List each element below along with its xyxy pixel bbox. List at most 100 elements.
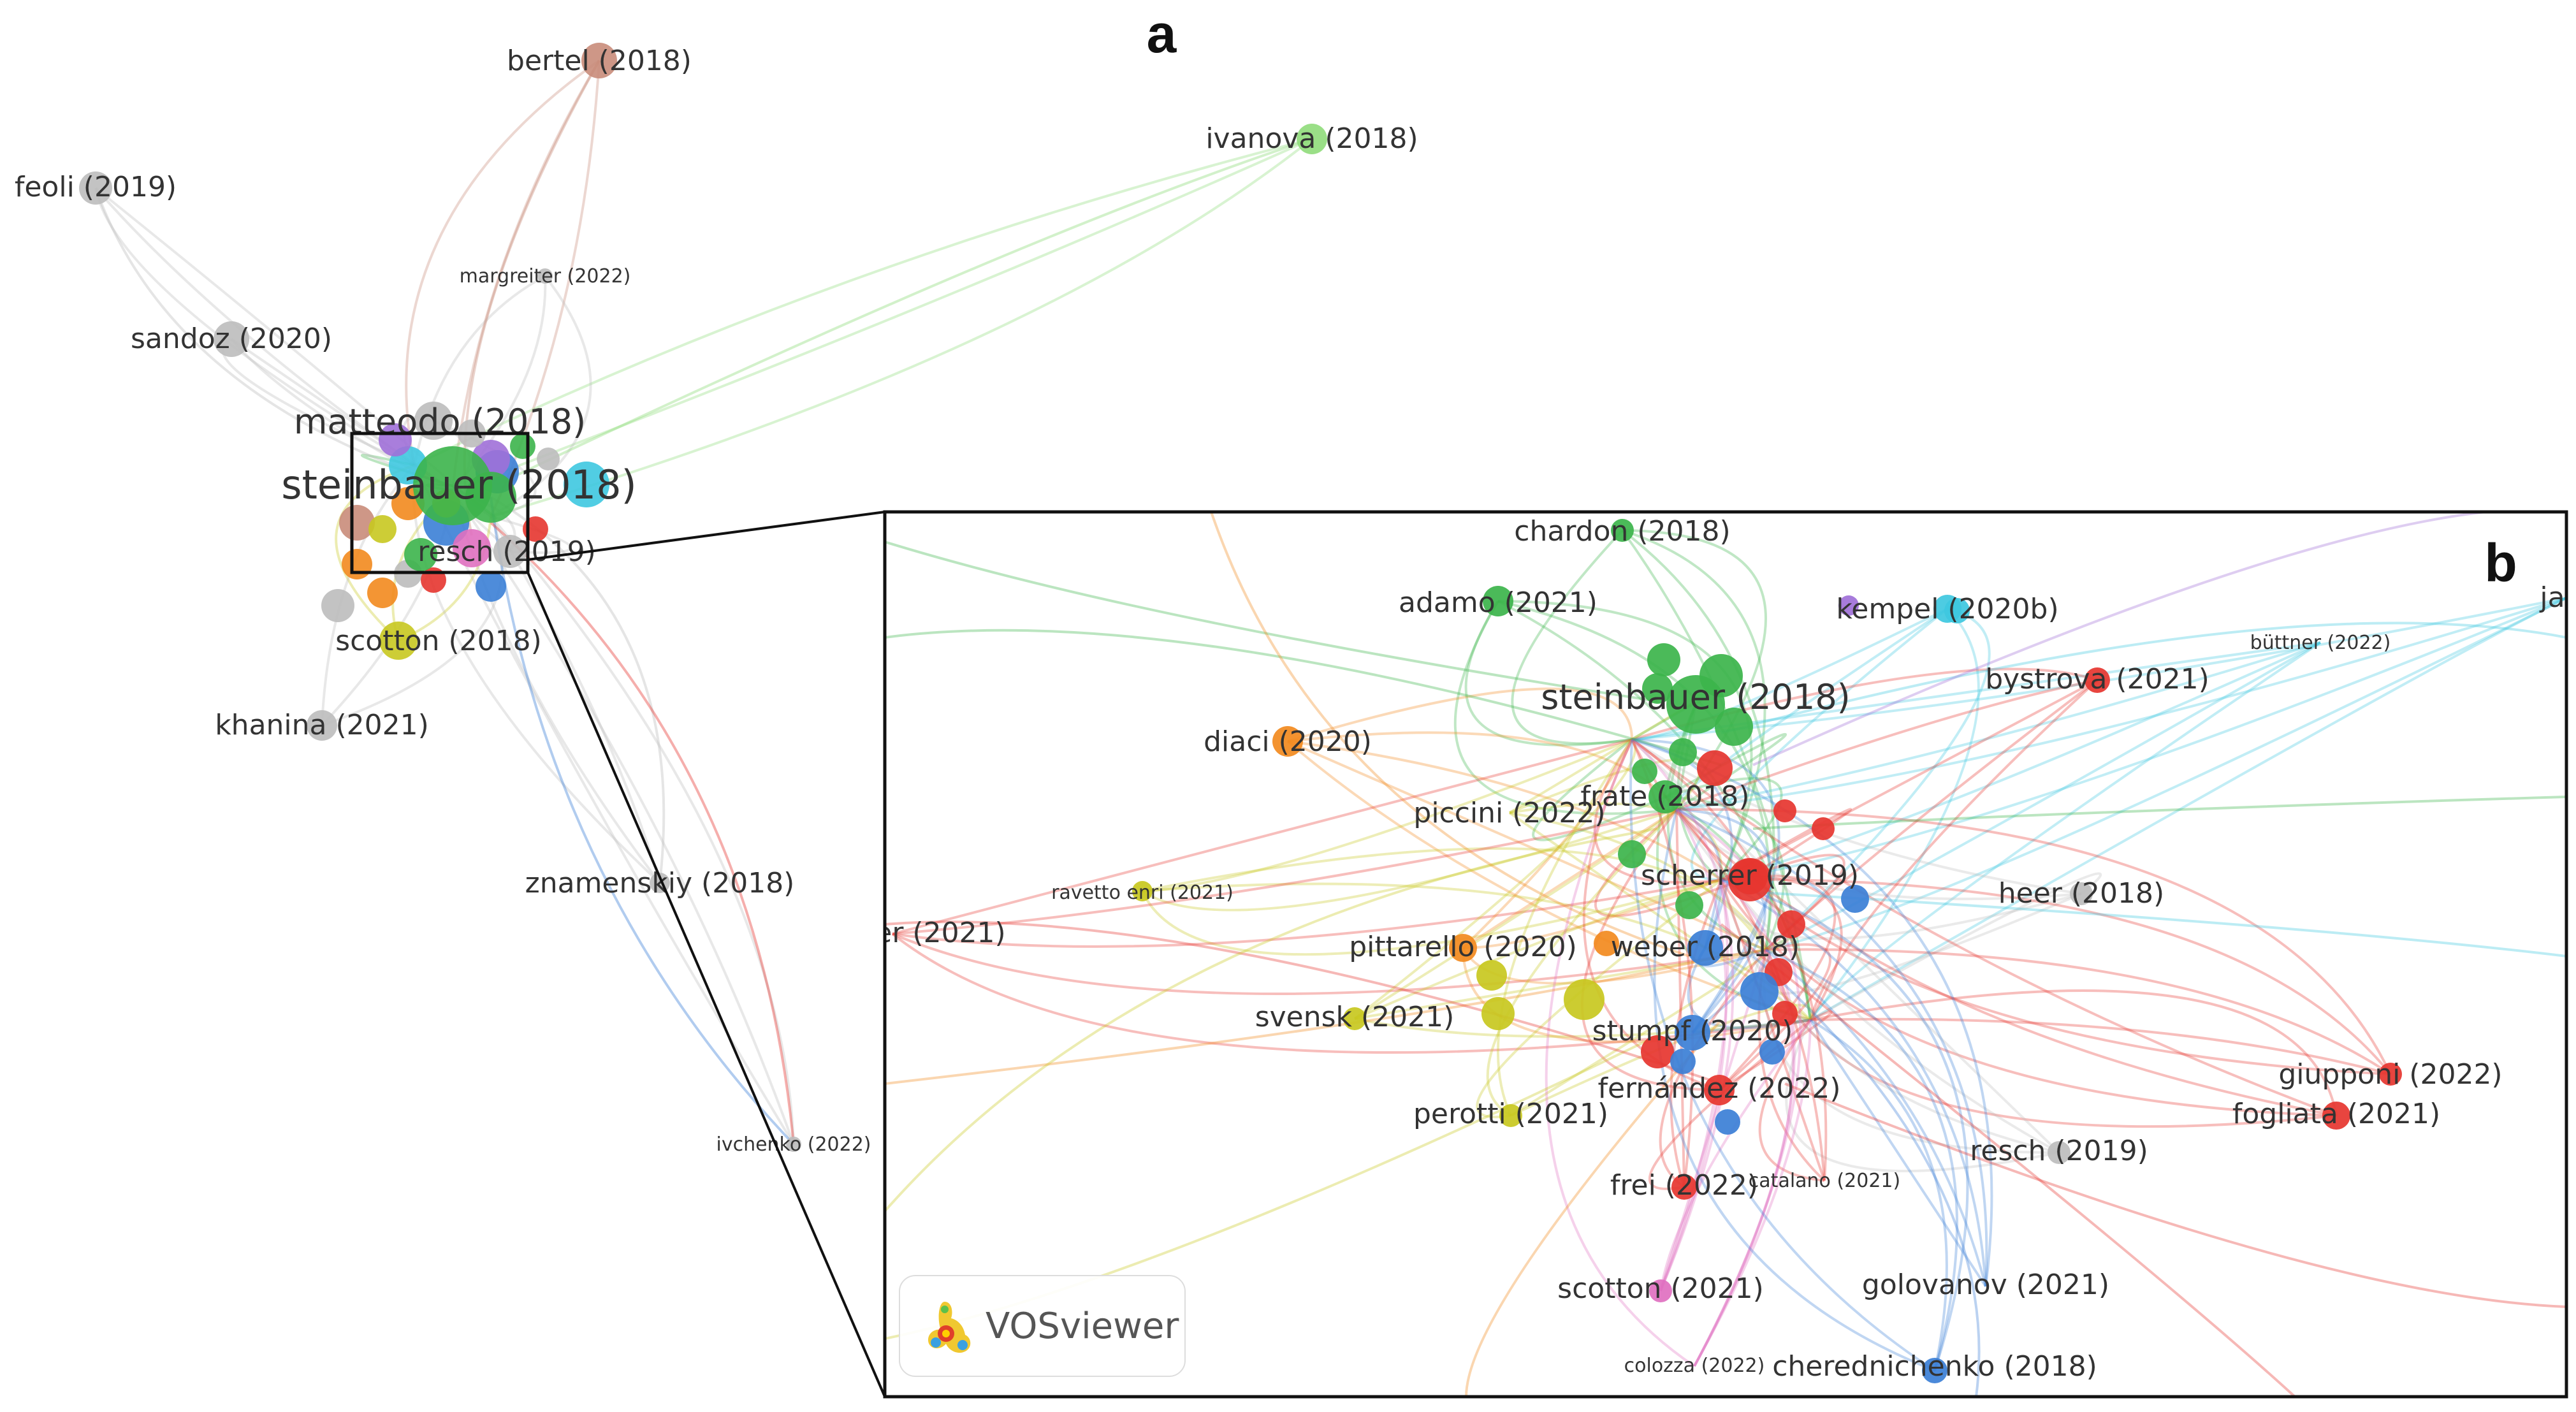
zoom-edge <box>1453 600 1677 815</box>
zoom-node-pittarello <box>1449 934 1477 962</box>
zoom-node <box>1740 972 1779 1010</box>
zoom-node-kempel <box>1933 595 1961 623</box>
vosviewer-logo-icon <box>928 1302 971 1353</box>
zoom-edge <box>892 878 1722 948</box>
zoom-edge <box>1810 989 2338 1116</box>
zoom-label-catalano: catalano (2021) <box>1749 1170 1900 1192</box>
zoom-edge <box>1509 802 1723 880</box>
zoom-edge <box>1462 947 1766 985</box>
zoom-node-fogliata <box>2322 1102 2350 1130</box>
zoom-node-heer <box>2070 882 2093 905</box>
zoom-label-resch: resch (2019) <box>1970 1135 2148 1167</box>
zoom-node <box>1647 643 1680 676</box>
overview-label-feoli: feoli (2019) <box>15 171 177 203</box>
overview-node <box>537 448 560 470</box>
overview-edge <box>490 521 795 1145</box>
zoom-edge <box>1664 796 1786 950</box>
zoom-edge <box>1720 879 2082 940</box>
zoom-node-weber <box>1687 930 1723 966</box>
zoom-edge <box>1210 512 1690 957</box>
zoom-node <box>1841 885 1869 913</box>
zoom-edge <box>1765 949 1958 1371</box>
zoom-edge <box>885 629 1722 766</box>
zoom-node <box>1772 1001 1798 1026</box>
zoom-label-ja: ja <box>2539 581 2565 614</box>
zoom-panel-border <box>883 510 2568 1399</box>
zoom-edge <box>1809 608 1980 1021</box>
overview-edge <box>490 497 795 1146</box>
zoom-edge <box>892 738 1633 935</box>
zoom-edge <box>1718 875 1837 1091</box>
overview-edge <box>490 515 795 1145</box>
zoom-node-chardon <box>1611 519 1634 542</box>
overview-node-matteodo <box>414 402 453 440</box>
zoom-label-frei: frei (2022) <box>1610 1169 1758 1202</box>
zoom-edge <box>1287 731 1678 811</box>
overview-label-margreiter: margreiter (2022) <box>460 265 631 287</box>
zoom-edge <box>1532 738 1666 841</box>
zoom-edge <box>1653 809 1935 1372</box>
overview-label-scotton: scotton (2018) <box>335 625 542 657</box>
zoom-node <box>1670 1049 1696 1074</box>
zoom-edge <box>1752 512 2487 766</box>
zoom-node <box>1594 931 1619 956</box>
zoom-edge <box>1648 1019 1812 1190</box>
zoom-edge <box>892 808 1677 935</box>
zoom-edge <box>1510 1003 1814 1117</box>
zoom-edge <box>885 541 1658 702</box>
overview-edge <box>490 60 600 517</box>
overview-node-resch <box>493 535 527 568</box>
overview-node <box>476 571 506 602</box>
zoom-region-box <box>350 432 530 574</box>
overview-node-ivanova <box>1297 124 1327 154</box>
zoom-edge <box>1622 529 1766 880</box>
zoom-edge <box>1720 923 2296 1397</box>
zoom-edge <box>1659 879 1729 1292</box>
zoom-label-stumpf: stumpf (2020) <box>1592 1015 1793 1047</box>
zoom-edges <box>885 512 2566 1397</box>
zoom-edge <box>1759 891 2566 957</box>
zoom-edge <box>1765 948 2392 1075</box>
overview-edge <box>94 187 416 467</box>
zoom-edge <box>1464 600 1633 746</box>
zoom-label-pittarello: pittarello (2020) <box>1349 931 1576 963</box>
zoom-edge <box>1765 641 2321 951</box>
overview-node <box>321 589 354 622</box>
zoom-edge <box>1287 740 1722 881</box>
zoom-label-heer: heer (2018) <box>1998 877 2164 910</box>
overview-edge <box>414 138 1313 467</box>
zoom-edge <box>1659 808 1728 1292</box>
zoom-edge <box>1721 878 1969 1371</box>
zoom-edge <box>1693 949 1794 1367</box>
zoom-edge <box>1693 878 1796 1367</box>
zoom-label-giupponi: giupponi (2022) <box>2278 1058 2502 1091</box>
zoom-node-frate <box>1648 780 1682 813</box>
zoom-edge <box>1476 878 1722 1119</box>
zoom-edge <box>1693 1019 1812 1367</box>
zoom-node <box>1564 979 1605 1020</box>
zoom-edge <box>1675 808 1802 1367</box>
overview-label-ivanova: ivanova (2018) <box>1205 122 1418 155</box>
overview-label-znamenskiy: znamenskiy (2018) <box>525 867 795 899</box>
overview-edge <box>490 138 1313 518</box>
zoom-edge <box>1720 878 2337 1117</box>
zoom-node-bystrova <box>2085 667 2110 693</box>
zoom-node-giupponi <box>2379 1063 2402 1086</box>
zoom-edge <box>1752 796 2566 830</box>
zoom-edge <box>1631 597 2566 741</box>
zoom-labels: chardon (2018)adamo (2021)kempel (2020b)… <box>875 515 2565 1383</box>
zoom-edge <box>1511 529 1633 745</box>
zoom-edge <box>1631 738 2060 1154</box>
zoom-label-piccini: piccini (2022) <box>1413 797 1605 829</box>
zoom-label-cherednichenko: cherednichenko (2018) <box>1772 1350 2097 1383</box>
zoom-edge <box>1142 738 1633 892</box>
zoom-edge <box>1545 739 1696 1367</box>
zoom-edge <box>1462 947 1811 1044</box>
overview-node-feoli <box>79 171 112 205</box>
zoom-edge <box>1510 937 1790 1117</box>
zoom-edge <box>1509 812 1767 951</box>
zoom-edge <box>1749 875 1843 1021</box>
zoom-edge <box>1676 679 2098 811</box>
zoom-label-er: er (2021) <box>875 917 1005 949</box>
overview-network: bertel (2018)ivanova (2018)feoli (2019)m… <box>15 43 1418 1156</box>
